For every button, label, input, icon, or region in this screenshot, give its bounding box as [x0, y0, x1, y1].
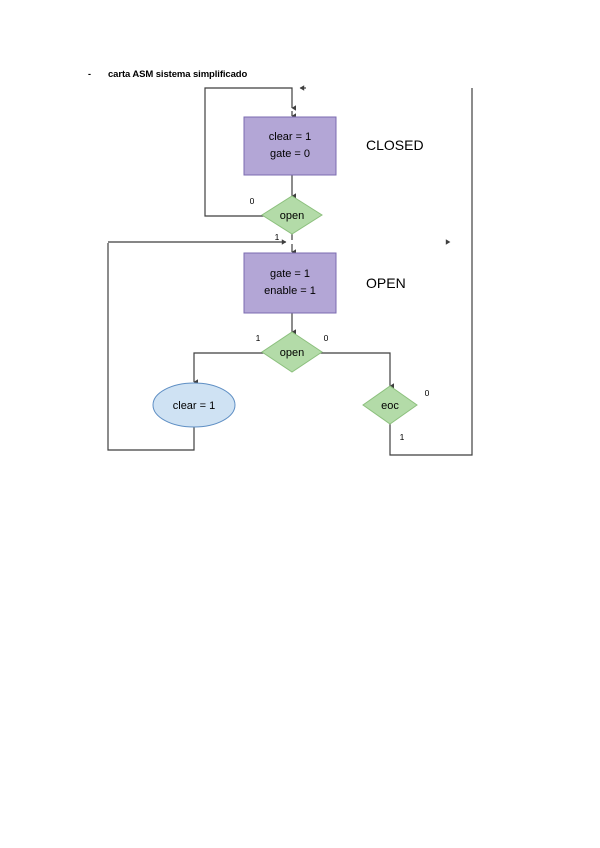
open-decision-condition: open [280, 347, 304, 359]
open-state-output-ellipse[interactable]: clear = 1 [152, 382, 236, 428]
open-process-line1: gate = 1 [270, 268, 310, 280]
connector-open2-false-to-eoc [319, 352, 394, 389]
open-state-label: OPEN [366, 275, 406, 291]
title-text: carta ASM sistema simplificado [108, 69, 248, 80]
open-state-process-box[interactable]: gate = 1 enable = 1 [243, 252, 337, 314]
output-label: clear = 1 [173, 400, 216, 412]
connector-eoc-true-loop [389, 88, 473, 456]
open-decision-branch-false: 0 [324, 333, 329, 343]
closed-process-line2: gate = 0 [270, 148, 310, 160]
eoc-decision-branch-true: 1 [400, 432, 405, 442]
closed-process-line1: clear = 1 [269, 131, 312, 143]
asm-flowchart: clear = 1 gate = 0 CLOSED open 0 1 gate … [107, 85, 473, 456]
page-title: - carta ASM sistema simplificado [88, 68, 247, 80]
closed-decision-condition: open [280, 210, 304, 222]
bullet-marker: - [88, 69, 91, 79]
closed-decision-branch-true: 1 [275, 232, 280, 242]
eoc-decision-branch-false: 0 [425, 388, 430, 398]
connector-open2-true-to-output [193, 352, 266, 385]
open-state-decision-open[interactable]: open [261, 331, 323, 373]
closed-decision-branch-false: 0 [250, 196, 255, 206]
eoc-decision-condition: eoc [381, 400, 399, 412]
open-state-decision-eoc[interactable]: eoc [362, 385, 418, 425]
closed-state-process-box[interactable]: clear = 1 gate = 0 [243, 116, 337, 176]
closed-state-decision-open[interactable]: open [261, 195, 323, 235]
connector-open-false-loop [204, 87, 296, 217]
open-process-line2: enable = 1 [264, 285, 316, 297]
connector-output-loop-back [107, 243, 195, 451]
open-decision-branch-true: 1 [256, 333, 261, 343]
closed-state-label: CLOSED [366, 137, 424, 153]
